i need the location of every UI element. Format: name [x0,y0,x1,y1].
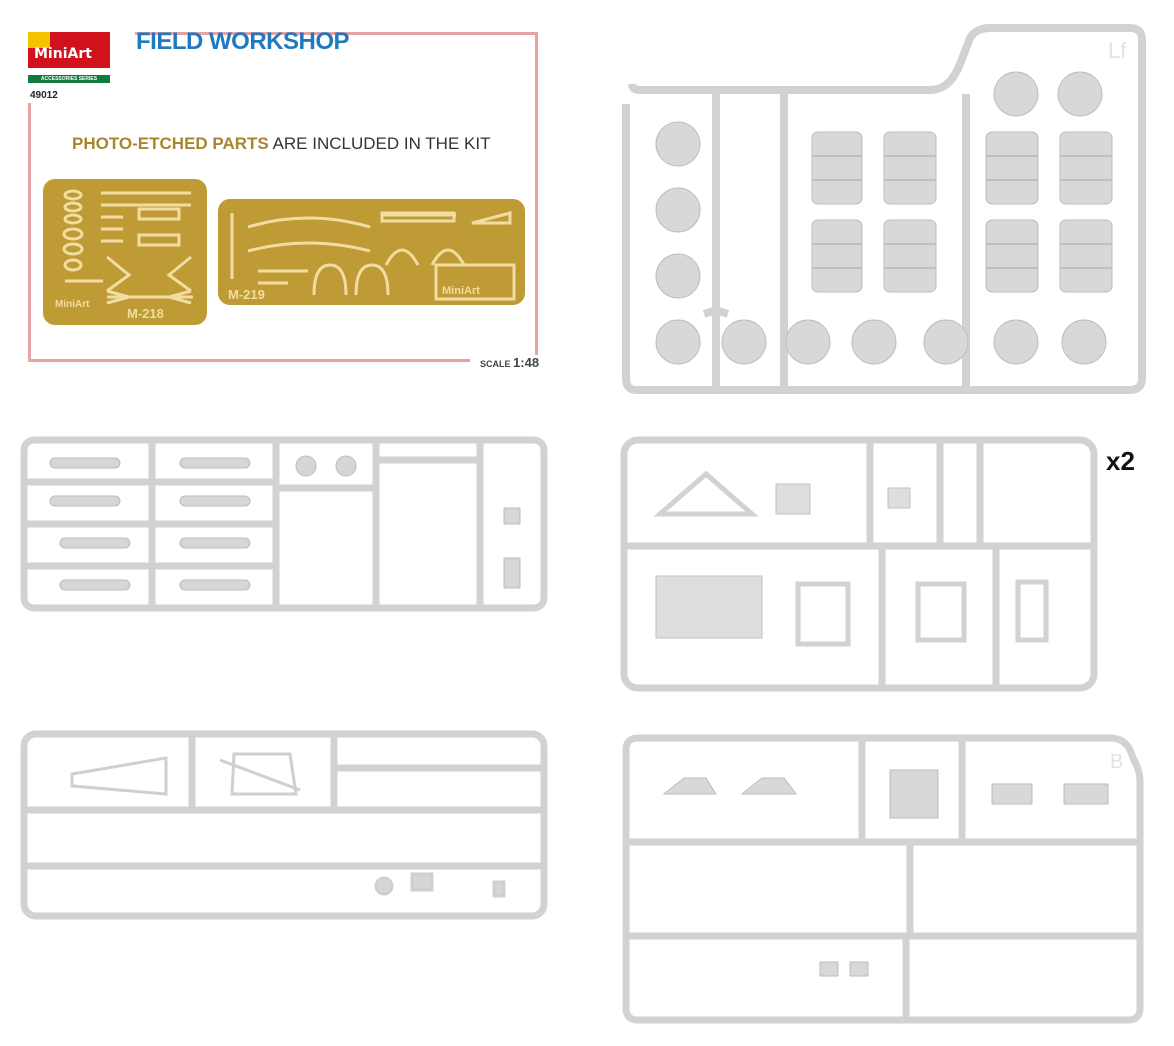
series-label: ACCESSORIES SERIES [28,75,110,83]
barrel-ribs [812,155,1112,269]
fret-m219-label: M-219 [228,287,265,302]
sprue-parts [70,752,506,898]
brand-logo: MiniArt [28,32,110,68]
pe-notice: PHOTO-ETCHED PARTS ARE INCLUDED IN THE K… [72,134,490,154]
card-mask [470,355,545,367]
pe-fret-m219: M-219 MiniArt [218,199,525,305]
pe-fret-m218: M-218 MiniArt [43,179,207,325]
pe-rest: ARE INCLUDED IN THE KIT [268,134,491,153]
fret-m218-label: M-218 [127,306,164,321]
scale-value: 1:48 [513,355,540,370]
sprue-parts [653,470,1049,647]
page-title: FIELD WORKSHOP [136,28,350,55]
sprue-middle-left [20,436,548,612]
sprue-bottom-right: B [622,734,1144,1024]
pe-highlight: PHOTO-ETCHED PARTS [72,134,269,153]
fret-parts-drawing [62,189,193,305]
fret-m219-brand: MiniArt [442,285,480,297]
sprue-parts [655,71,1113,365]
brand-name: MiniArt [34,46,92,62]
fret-parts-drawing [230,211,516,301]
logo-accent [28,32,50,48]
sprue-middle-right [620,436,1098,692]
fret-m218-brand: MiniArt [55,299,90,310]
header-card-border [28,32,538,362]
scale-label: SCALE [480,359,511,369]
sprue-bottom-left [20,730,548,920]
sprue-b-label: B [1110,751,1123,773]
kit-number: 49012 [30,90,58,101]
sprue-parts [662,769,1109,977]
multiplier-badge: x2 [1106,446,1135,476]
sprue-lf-label: Lf [1108,38,1127,63]
scale-indicator: SCALE 1:48 [480,355,539,370]
sprue-lf: Lf [622,24,1146,394]
sprue-parts [49,455,521,591]
